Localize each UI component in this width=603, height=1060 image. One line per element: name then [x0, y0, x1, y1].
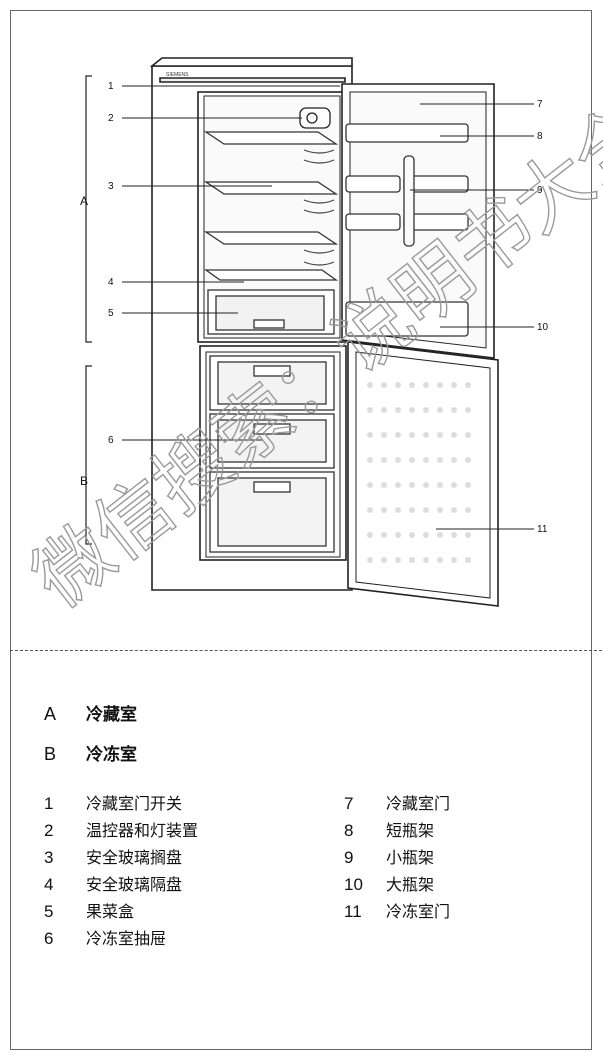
item-label: 大瓶架: [386, 875, 435, 894]
callout-7: 7: [537, 99, 543, 110]
list-item: 7 冷藏室门: [344, 790, 450, 817]
item-number: 9: [344, 848, 354, 867]
callout-3: 3: [108, 181, 114, 192]
legend-column-right: 7 冷藏室门 8 短瓶架 9 小瓶架 10 大瓶架 11 冷冻室门: [344, 790, 450, 925]
list-item: 4 安全玻璃隔盘: [44, 871, 198, 898]
refrigerator-diagram: SIEMENS A B 1 2 3 4 5 6 7 8 9 10 11: [80, 57, 549, 607]
list-item: 6 冷冻室抽屉: [44, 925, 198, 952]
item-number: 6: [44, 929, 54, 948]
dashed-divider: [10, 650, 602, 651]
legend-section-letter: A: [44, 704, 57, 724]
callout-11: 11: [537, 524, 548, 535]
callout-8: 8: [537, 131, 543, 142]
callout-1: 1: [108, 81, 114, 92]
item-label: 小瓶架: [386, 848, 435, 867]
callout-lines: [122, 85, 534, 530]
glass-shelves: [203, 131, 339, 281]
legend-section-b: B 冷冻室: [44, 740, 584, 780]
list-item: 11 冷冻室门: [344, 898, 450, 925]
legend-section-name: 冷藏室: [86, 705, 137, 725]
item-number: 8: [344, 821, 354, 840]
list-item: 1 冷藏室门开关: [44, 790, 198, 817]
callout-4: 4: [108, 277, 114, 288]
shelf-supports: [303, 149, 335, 266]
door-bins: [345, 123, 469, 337]
freezer-door-dots: [367, 382, 471, 563]
section-letter-a: A: [80, 194, 88, 208]
section-brackets: [85, 75, 92, 545]
list-item: 3 安全玻璃搁盘: [44, 844, 198, 871]
item-number: 4: [44, 875, 54, 894]
item-number: 2: [44, 821, 54, 840]
brand-label: SIEMENS: [166, 72, 189, 78]
item-label: 果菜盒: [86, 902, 135, 921]
item-number: 1: [44, 794, 54, 813]
list-item: 2 温控器和灯装置: [44, 817, 198, 844]
item-label: 安全玻璃搁盘: [86, 848, 183, 867]
list-item: 5 果菜盒: [44, 898, 198, 925]
item-number: 3: [44, 848, 54, 867]
item-label: 温控器和灯装置: [86, 821, 199, 840]
list-item: 8 短瓶架: [344, 817, 450, 844]
item-number: 10: [344, 875, 363, 894]
item-label: 冷冻室门: [386, 902, 451, 921]
legend-section-a: A 冷藏室: [44, 700, 584, 740]
freezer-door: [347, 341, 499, 607]
section-letter-b: B: [80, 474, 88, 488]
list-item: 9 小瓶架: [344, 844, 450, 871]
item-number: 5: [44, 902, 54, 921]
callout-2: 2: [108, 113, 114, 124]
freezer-drawers: [209, 355, 335, 553]
page-frame: [10, 10, 592, 1050]
list-item: 10 大瓶架: [344, 871, 450, 898]
item-number: 11: [344, 902, 362, 921]
callout-9: 9: [537, 185, 543, 196]
legend-section-name: 冷冻室: [86, 745, 137, 765]
legend-column-left: 1 冷藏室门开关 2 温控器和灯装置 3 安全玻璃搁盘 4 安全玻璃隔盘 5 果菜盒 6 冷…: [44, 790, 198, 952]
item-label: 冷藏室门: [386, 794, 451, 813]
legend: A 冷藏室 B 冷冻室 1 冷藏室门开关 2 温控器和灯装置 3 安全玻璃搁盘 4 安全…: [44, 700, 584, 948]
item-label: 安全玻璃隔盘: [86, 875, 183, 894]
item-label: 冷冻室抽屉: [86, 929, 167, 948]
item-number: 7: [344, 794, 354, 813]
legend-section-letter: B: [44, 744, 57, 764]
callout-6: 6: [108, 435, 114, 446]
thermostat-unit: [299, 107, 331, 129]
callout-5: 5: [108, 308, 114, 319]
callout-10: 10: [537, 322, 549, 333]
crisper-box: [207, 289, 335, 335]
item-label: 短瓶架: [386, 821, 435, 840]
item-label: 冷藏室门开关: [86, 794, 183, 813]
